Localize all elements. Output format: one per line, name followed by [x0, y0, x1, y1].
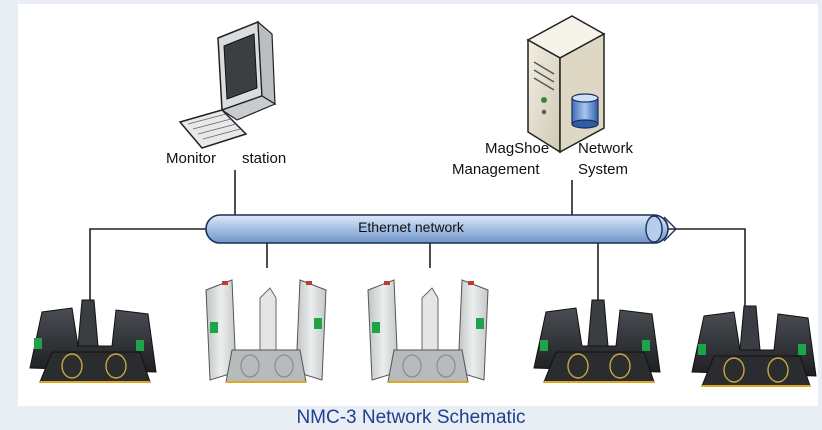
monitor-label-2: station	[242, 150, 287, 167]
system-label-1b: Network	[578, 140, 634, 157]
server-icon	[526, 15, 606, 154]
magshoe-gate-4	[533, 299, 661, 383]
magshoe-gate-1	[29, 299, 157, 383]
connector-lines	[89, 170, 746, 310]
system-label-2a: Management	[452, 161, 540, 178]
system-label-1a: MagShoe	[485, 140, 550, 157]
ethernet-label: Ethernet network	[358, 219, 464, 235]
gate-1-link	[89, 228, 206, 305]
database-icon	[571, 93, 599, 129]
diagram-caption: NMC-3 Network Schematic	[296, 407, 526, 428]
ethernet-pipe	[205, 214, 677, 244]
system-label-2b: System	[578, 161, 629, 178]
magshoe-gate-5	[691, 305, 817, 387]
computer-icon	[178, 20, 277, 149]
monitor-label-1: Monitor	[166, 150, 217, 167]
gate-5-link	[662, 228, 746, 310]
magshoe-gate-3	[367, 279, 489, 383]
magshoe-gate-2	[205, 279, 327, 383]
